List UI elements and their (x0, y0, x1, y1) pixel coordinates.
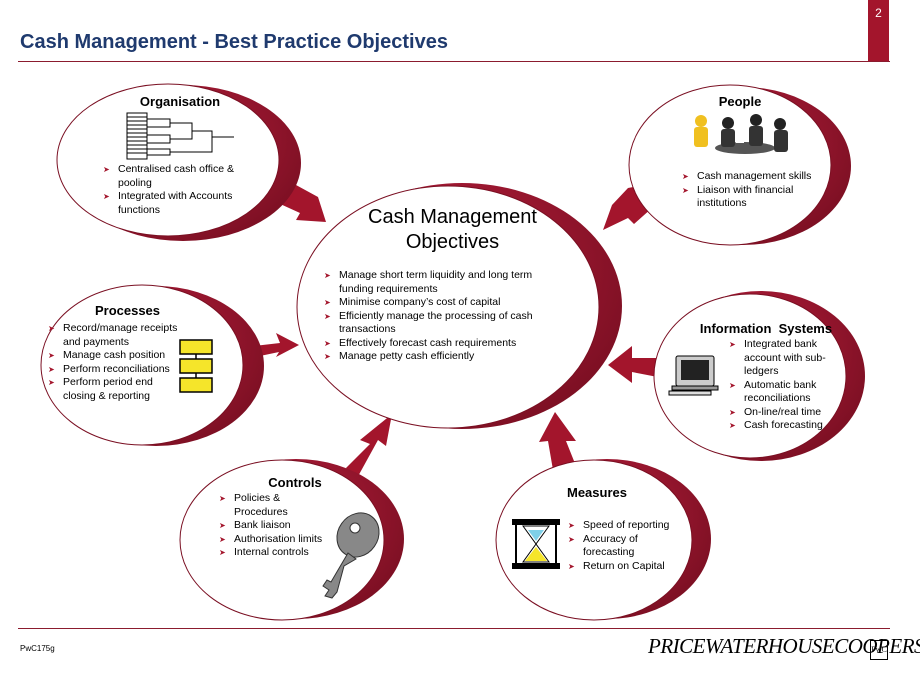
controls-title: Controls (268, 475, 322, 490)
measures-title: Measures (567, 485, 627, 500)
arrow-measures (539, 412, 576, 470)
information-systems-list: Integrated bank account with sub-ledgers… (727, 338, 842, 433)
processes-title: Processes (94, 303, 161, 318)
people-list: Cash management skills Liaison with fina… (680, 170, 828, 211)
list-item: Automatic bank reconciliations (727, 379, 842, 406)
list-item: Perform period end closing & reporting (46, 376, 178, 403)
center-title-line1: Cash Management (368, 206, 537, 228)
processes-title-box: Processes (80, 303, 175, 318)
hourglass-icon (512, 519, 560, 569)
processes-list: Record/manage receipts and payments Mana… (46, 322, 178, 403)
list-item: Internal controls (217, 546, 367, 560)
list-item: Manage cash position (46, 349, 178, 363)
list-item: Manage petty cash efficiently (322, 350, 567, 364)
list-item: Effectively forecast cash requirements (322, 337, 567, 351)
list-item: Policies & Procedures (217, 492, 314, 519)
controls-list: Policies & Procedures Bank liaison Autho… (217, 492, 367, 560)
footer-code: PwC175g (20, 644, 55, 653)
org-chart-icon (126, 112, 234, 160)
center-title-line2: Objectives (405, 231, 500, 253)
people-oval (628, 84, 832, 246)
controls-title-box: Controls (250, 475, 340, 490)
list-item: Bank liaison (217, 519, 367, 533)
center-heading: Cash Management Objectives (340, 205, 565, 255)
people-title-box: People (700, 94, 780, 109)
list-item: Record/manage receipts and payments (46, 322, 178, 349)
list-item: Speed of reporting (566, 519, 691, 533)
list-item: Accuracy of forecasting (566, 533, 663, 560)
company-logo: PRICEWATERHOUSECOOPERS (648, 634, 920, 658)
list-item: Liaison with financial institutions (680, 184, 828, 211)
organisation-list: Centralised cash office & pooling Integr… (101, 163, 253, 217)
footer-divider (18, 628, 890, 629)
list-item: Integrated bank account with sub-ledgers (727, 338, 842, 379)
people-meeting-icon (694, 114, 788, 154)
page-number: 2 (868, 0, 889, 62)
arrow-controls (346, 414, 392, 480)
measures-list: Speed of reporting Accuracy of forecasti… (566, 519, 691, 573)
information-systems-title-box: Information Systems (686, 321, 846, 336)
list-item: Integrated with Accounts functions (101, 190, 253, 217)
list-item: Cash management skills (680, 170, 828, 184)
list-item: Cash forecasting (727, 419, 842, 433)
arrow-information-systems (608, 346, 668, 383)
organisation-title-box: Organisation (110, 94, 250, 109)
page-title: Cash Management - Best Practice Objectiv… (20, 31, 448, 53)
list-item: Minimise company’s cost of capital (322, 296, 567, 310)
computer-icon (668, 355, 719, 396)
list-item: Authorisation limits (217, 533, 367, 547)
measures-title-box: Measures (552, 485, 642, 500)
list-item: Perform reconciliations (46, 363, 178, 377)
list-item: Centralised cash office & pooling (101, 163, 253, 190)
list-item: Manage short term liquidity and long ter… (322, 269, 567, 296)
process-flow-icon (179, 339, 213, 393)
information-systems-title: Information Systems (699, 321, 833, 336)
list-item: On-line/real time (727, 406, 842, 420)
list-item: Efficiently manage the processing of cas… (322, 310, 567, 337)
logo-seal: PwC (870, 640, 888, 660)
center-list: Manage short term liquidity and long ter… (322, 269, 567, 364)
organisation-title: Organisation (139, 94, 221, 109)
title-divider (18, 61, 890, 62)
people-title: People (718, 94, 762, 109)
list-item: Return on Capital (566, 560, 691, 574)
